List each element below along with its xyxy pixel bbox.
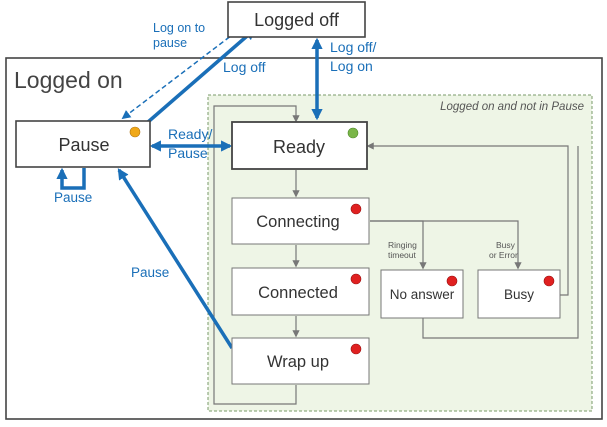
gray-connectors bbox=[213, 105, 579, 405]
connected-status-dot bbox=[350, 273, 362, 285]
arrow-busy-ready bbox=[366, 142, 569, 296]
state-connecting: Connecting bbox=[231, 197, 370, 245]
label-ringing-timeout-1: Ringing bbox=[388, 240, 417, 250]
state-connected-label: Connected bbox=[258, 284, 338, 302]
busy-status-dot bbox=[543, 275, 555, 287]
state-connected: Connected bbox=[231, 267, 370, 316]
no-answer-status-dot bbox=[446, 275, 458, 287]
label-log-off-ready-1: Log off/ bbox=[330, 39, 377, 55]
state-busy: Busy bbox=[477, 269, 561, 319]
arrow-connecting-busy bbox=[370, 220, 522, 270]
state-logged-off: Logged off bbox=[227, 1, 366, 38]
state-pause-label: Pause bbox=[58, 135, 109, 155]
ready-status-dot bbox=[347, 127, 359, 139]
not-in-pause-title: Logged on and not in Pause bbox=[440, 101, 584, 113]
state-busy-label: Busy bbox=[504, 287, 534, 302]
state-no-answer: No answer bbox=[380, 269, 464, 319]
state-logged-off-label: Logged off bbox=[254, 10, 340, 30]
state-connecting-label: Connecting bbox=[256, 213, 339, 231]
label-busy-error-1: Busy bbox=[496, 240, 516, 250]
arrow-pause-logoff bbox=[146, 28, 256, 124]
label-busy-error-2: or Error bbox=[489, 250, 518, 260]
label-log-on-to-pause-1: Log on to bbox=[153, 21, 205, 35]
arrow-noanswer-ready bbox=[422, 146, 579, 339]
label-ringing-timeout-2: timeout bbox=[388, 250, 417, 260]
state-ready: Ready bbox=[231, 121, 368, 170]
arrow-wrapup-ready bbox=[213, 105, 300, 405]
arrow-pause-self bbox=[56, 167, 86, 190]
label-ready-pause-2: Pause bbox=[168, 145, 208, 161]
arrow-wrapup-pause bbox=[117, 168, 234, 349]
label-log-off-pause: Log off bbox=[223, 59, 266, 75]
connecting-status-dot bbox=[350, 203, 362, 215]
label-pause-self: Pause bbox=[54, 190, 92, 205]
state-no-answer-label: No answer bbox=[390, 287, 455, 302]
pause-status-dot bbox=[129, 126, 141, 138]
blue-transitions bbox=[56, 28, 323, 349]
state-ready-label: Ready bbox=[273, 137, 325, 157]
label-log-on-to-pause-2: pause bbox=[153, 36, 187, 50]
logged-on-title: Logged on bbox=[14, 67, 123, 93]
state-pause: Pause bbox=[15, 120, 151, 168]
state-wrap-up-label: Wrap up bbox=[267, 353, 329, 371]
state-wrap-up: Wrap up bbox=[231, 337, 370, 385]
wrap-up-status-dot bbox=[350, 343, 362, 355]
label-log-off-ready-2: Log on bbox=[330, 58, 373, 74]
label-ready-pause-1: Ready/ bbox=[168, 126, 212, 142]
label-pause-from-wrapup: Pause bbox=[131, 265, 169, 280]
